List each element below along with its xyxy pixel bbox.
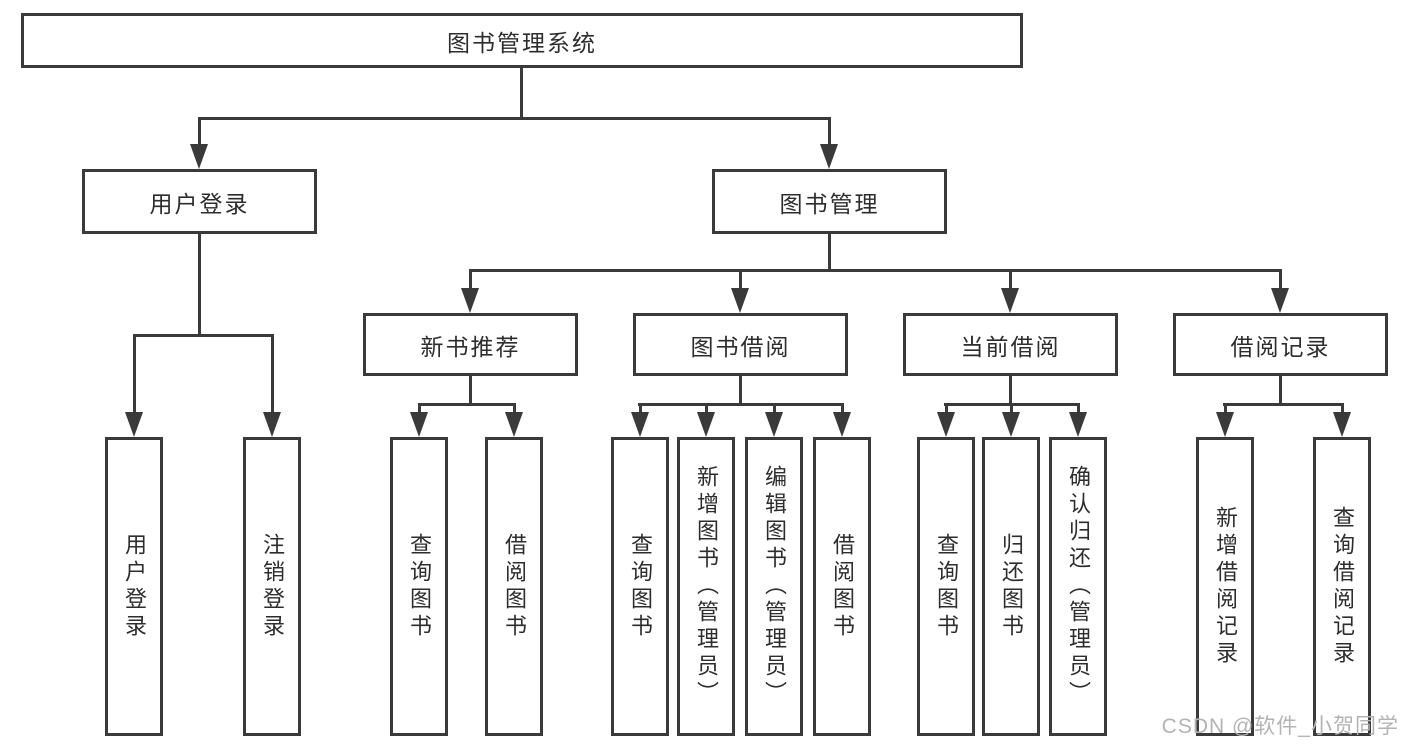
leaf-label: 查询图书 (628, 532, 653, 641)
leaf-label: 查询图书 (407, 532, 432, 641)
connector-line (1008, 269, 1012, 290)
connector-line (198, 117, 831, 120)
node-book-borrowing: 图书借阅 (633, 313, 848, 376)
node-label: 图书管理 (779, 190, 880, 217)
node-library-management-system: 图书管理系统 (21, 13, 1023, 68)
leaf-label: 归还图书 (999, 532, 1024, 641)
leaf-borrow-books-borrowing: 借阅图书 (813, 437, 871, 736)
connector-line (827, 234, 831, 272)
node-label: 图书借阅 (690, 333, 791, 360)
node-book-management: 图书管理 (712, 169, 947, 234)
node-borrowing-records: 借阅记录 (1173, 313, 1388, 376)
connector-line (944, 403, 1080, 406)
leaf-label: 确认归还（管理员） (1066, 465, 1091, 708)
leaf-add-borrow-record: 新增借阅记录 (1196, 437, 1254, 736)
connector-line (944, 403, 948, 414)
arrow-down-icon (1002, 412, 1020, 437)
connector-line (132, 334, 136, 414)
arrow-down-icon (1271, 288, 1289, 313)
arrow-down-icon (125, 412, 143, 437)
connector-line (1278, 269, 1282, 290)
arrow-down-icon (505, 412, 523, 437)
leaf-label: 编辑图书（管理员） (762, 465, 787, 708)
connector-line (468, 376, 472, 406)
node-label: 新书推荐 (420, 333, 521, 360)
leaf-confirm-return-admin: 确认归还（管理员） (1049, 437, 1107, 736)
leaf-label: 借阅图书 (830, 532, 855, 641)
node-label: 借阅记录 (1230, 333, 1331, 360)
connector-line (772, 403, 776, 414)
connector-line (738, 376, 742, 406)
connector-line (1009, 403, 1013, 414)
connector-line (1008, 376, 1012, 406)
arrow-down-icon (631, 412, 649, 437)
connector-line (738, 269, 742, 290)
leaf-borrow-books-recommend: 借阅图书 (485, 437, 543, 736)
leaf-label: 用户登录 (122, 532, 147, 641)
connector-line (840, 403, 844, 414)
arrow-down-icon (820, 144, 838, 169)
connector-line (1223, 403, 1227, 414)
connector-line (417, 403, 421, 414)
arrow-down-icon (410, 412, 428, 437)
connector-line (638, 403, 844, 406)
arrow-down-icon (1333, 412, 1351, 437)
arrow-down-icon (833, 412, 851, 437)
connector-line (519, 68, 523, 118)
arrow-down-icon (765, 412, 783, 437)
connector-line (197, 234, 201, 337)
arrow-down-icon (190, 144, 208, 169)
leaf-edit-book-admin: 编辑图书（管理员） (745, 437, 803, 736)
arrow-down-icon (263, 412, 281, 437)
node-new-book-recommendation: 新书推荐 (363, 313, 578, 376)
leaf-user-login: 用户登录 (105, 437, 163, 736)
leaf-label: 新增图书（管理员） (694, 465, 719, 708)
connector-line (1278, 376, 1282, 406)
connector-line (270, 334, 274, 414)
arrow-down-icon (1001, 288, 1019, 313)
arrow-down-icon (1069, 412, 1087, 437)
connector-line (1340, 403, 1344, 414)
leaf-add-book-admin: 新增图书（管理员） (677, 437, 735, 736)
connector-line (197, 117, 201, 148)
leaf-label: 新增借阅记录 (1213, 505, 1238, 668)
node-label: 当前借阅 (960, 333, 1061, 360)
arrow-down-icon (1216, 412, 1234, 437)
connector-line (512, 403, 516, 414)
connector-line (827, 117, 831, 148)
connector-line (418, 403, 516, 406)
leaf-label: 借阅图书 (502, 532, 527, 641)
connector-line (469, 269, 1282, 272)
connector-line (468, 269, 472, 290)
node-current-borrowing: 当前借阅 (903, 313, 1118, 376)
watermark: CSDN @软件_小贺同学 (1161, 715, 1399, 738)
leaf-query-books-current: 查询图书 (917, 437, 975, 736)
connector-line (1223, 403, 1344, 406)
leaf-label: 查询借阅记录 (1330, 505, 1355, 668)
leaf-label: 注销登录 (260, 532, 285, 641)
leaf-logout: 注销登录 (243, 437, 301, 736)
connector-line (638, 403, 642, 414)
node-label: 图书管理系统 (447, 29, 597, 56)
connector-line (704, 403, 708, 414)
node-user-login: 用户登录 (82, 169, 317, 234)
leaf-return-book: 归还图书 (982, 437, 1040, 736)
arrow-down-icon (731, 288, 749, 313)
connector-line (1076, 403, 1080, 414)
arrow-down-icon (697, 412, 715, 437)
arrow-down-icon (461, 288, 479, 313)
node-label: 用户登录 (149, 190, 250, 217)
leaf-query-books-recommend: 查询图书 (390, 437, 448, 736)
leaf-query-borrow-record: 查询借阅记录 (1313, 437, 1371, 736)
leaf-label: 查询图书 (934, 532, 959, 641)
leaf-query-books-borrowing: 查询图书 (611, 437, 669, 736)
connector-line (133, 334, 274, 337)
arrow-down-icon (937, 412, 955, 437)
